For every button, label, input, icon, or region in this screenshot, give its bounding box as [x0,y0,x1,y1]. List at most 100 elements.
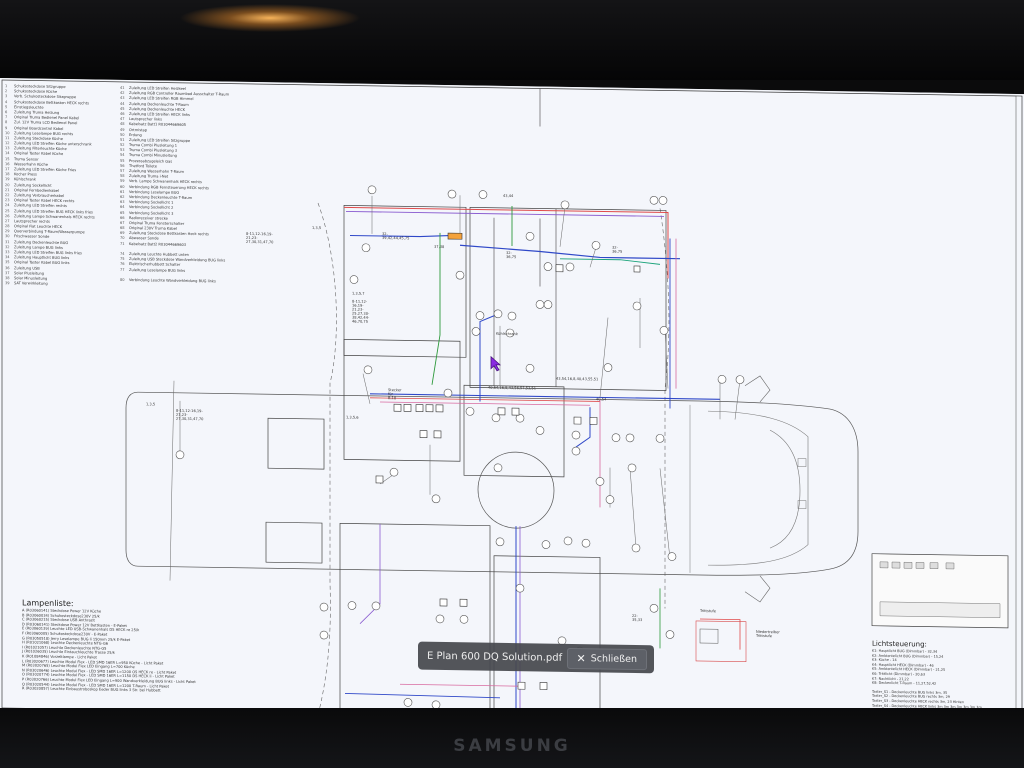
legend-text: Zuleitung Deckenleuchte T-Raum [129,101,189,107]
legend-text: Original Taster Kabel Küche [14,151,64,157]
wire-label: 8-11,12-16,19-21,23-27,30,31,47,70 [246,231,274,245]
wire-label: 43,44 [503,193,514,199]
legend-text: Truma Combi Plusleitung 1 [129,143,178,148]
legend-text: Verbindung Sockellicht 1 [129,200,174,205]
close-button-label: Schließen [590,652,637,665]
legend-text: Prozessabzugeleich Gas [129,158,173,164]
legend-text: Zuleitung Deckenleuchte HECK [129,106,186,112]
wire-label: 1,3,5 [146,402,156,407]
legend-text: Kühlschrank [14,177,36,182]
close-button[interactable]: ✕ Schließen [566,647,647,670]
legend-text: Truma Combi Plusleitung 3 [129,148,178,154]
legend-text: Zuleitung Truma Heizung [14,110,60,115]
legend-text: Original Truma Bedienel Panel Kabel [14,115,80,121]
legend-text: Zuleitung LED Streifen BUG links fries [14,250,82,256]
legend-text: Verbindung Leselampe BUG [129,189,180,195]
wire-label: 32-39,42,44,45,75 [382,232,410,241]
legend-text: Verbindung Leuchte Wandverkleidung BUG l… [129,277,216,284]
legend-text: Zuleitung LED Streifen rechts [14,203,67,209]
wire-label: 43,54,16,8,40,43,55,51 [556,376,599,382]
legend-text: Original Fernbedienkabel [14,187,59,193]
legend-text: Lautsprecher rechts [14,219,50,224]
wire-label: 1,3,5 [312,225,322,231]
legend-text: Wasserhahn Küche [14,162,48,167]
wire-label: Kühlschrank [496,331,518,337]
file-toast: E Plan 600 DQ Solution.pdf ✕ Schließen [418,641,654,674]
wire-label: 22-35,33 [632,613,643,623]
legend-text: Frischwasser Sonde [14,234,50,240]
legend-text: Truma Combi Minusleitung [129,153,177,159]
legend-number: 80 [120,277,125,282]
legend-text: Zuleitung Deckenleuchte BUG [14,239,69,245]
legend-text: Ortmistap [129,127,147,132]
legend-text: Zuleitung LED Streifen Sitzgruppe [129,137,191,143]
legend-text: Original 230V Truma Kabel [129,226,177,231]
wire-label: 32-36,75 [612,245,623,254]
legend-text: Abwasser Sonde [129,236,159,241]
monitor-brand-logo: SAMSUNG [453,736,571,756]
legend-text: Zuleitung LED Streifen HECK links [129,111,190,117]
legend-text: Solar Minusleitung [14,276,48,281]
legend-text: Zuleitung USB [14,265,40,271]
legend-text: Zuleitung LED Streifen Küche Fries [14,167,77,173]
legend-number: 39 [5,281,10,286]
wire-label: 8-11,12-16,19-21,23-25,27,30-38,42,44-46… [352,299,370,324]
legend-text: Zuleitung Leselampe BUG links [129,267,186,273]
legend-text: Kabelsatz Batt2 R03044669603 [129,241,187,247]
lamp-list: Lampenliste: A (R03060141) Steckdose Pow… [22,598,196,693]
close-icon: ✕ [576,651,586,665]
pdf-viewer-screen: 1,3,5 8-11,12-16,19-21,23-27,30,31,47,70… [0,78,1024,727]
legend-text: Verbindung Deckenleuchte T-Raum [129,194,193,200]
legend-text: Zuleitung LED Streifen RGB Himmel [129,96,194,102]
legend-text: Zuleitung Lampe BUG links [14,245,63,250]
legend-text: Zul. 12V Truma LCD Bedienel Panel [14,120,78,126]
legend-text: Original Taster Kabel BUG links [14,260,70,266]
legend-text: Einstiegsleuchte [14,104,44,110]
legend-text: Zuleitung Leselampe BUG rechts [14,130,74,136]
legend-text: Verbindung Sockellicht 3 [129,210,174,216]
wire-label: 1,3,5,6 [346,415,359,420]
legend-text: Thetford Toilete [129,163,158,169]
legend-text: Zuleitung Verbraucherkabel [14,193,65,198]
legend-text: Original Truma Fensterschalter [129,220,185,226]
file-name: E Plan 600 DQ Solution.pdf [427,650,563,664]
monitor-bezel-bottom [0,708,1024,768]
legend-text: Schukosteckdose Sitzgruppe [14,84,66,90]
legend-text: Zuleitung LED Streifen Heizkeel [129,86,186,91]
light-control-list: Lichtsteuerung: K1: Hauptlicht BUG (Dimm… [872,640,982,710]
legend-text: Zuleitung Truma i-Net [129,174,169,179]
wire-label: 8-11,12-16,19-21,23-27,30,31,47,70 [176,408,204,422]
legend-text: Original Taster Kabel HECK rechts [14,198,75,204]
legend-text: Elektrischerhubbett Schalter [129,262,181,268]
wire-label: 40,54,16,8,43,56,57,53,51 [488,385,537,391]
legend-text: Kocher Press [14,172,37,177]
legend-text: Zuleitung Steckdose Küche [14,136,63,141]
mouse-cursor [490,355,502,372]
legend-text: Erdung [129,132,142,137]
wire-label: Stecker für B,18 [388,388,402,401]
light-control-switches: Taster_S1 - Deckenleuchte BUG links 3m, … [872,689,982,709]
legend-text: Radioreceiver strecke [129,215,168,221]
legend-text: Zuleitung Filterleuchte Küche [14,146,67,152]
wire-label: 37,38 [434,244,445,249]
wire-label: 32-36,75 [506,250,517,260]
legend-text: Kabelsatz Batt1 R03044669605 [129,122,187,128]
legend-text: Querverbindung T-Raum/Wasserpumpe [14,229,85,235]
legend-text: Verb. Schukosteckdose Sitzgruppe [14,94,77,100]
monitor-bezel-top [0,0,1024,80]
legend-text: Lautsprecher links [129,117,162,122]
legend-row: K8: Deckenlicht T-Raum - 11,27,52,42 [872,680,937,686]
legend-text: Zuleitung Wasserhahn T-Raum [129,169,184,174]
wire-label: 1,3,5,7 [352,291,365,296]
legend-text: Original Boardcontrol Kabel [14,125,64,131]
legend-text: Zuleitung Hauptlicht BUG links [14,255,70,261]
step-title: Trittstufe [700,608,716,614]
step-detail: Niedertreiber Trittstufe [756,629,780,639]
legend-text: Truma Sensor [14,156,39,162]
legend-text: Verbindung Sockellicht 2 [129,205,174,211]
legend-text: Zuleitung Leuchte Hubbett unten [129,252,189,257]
